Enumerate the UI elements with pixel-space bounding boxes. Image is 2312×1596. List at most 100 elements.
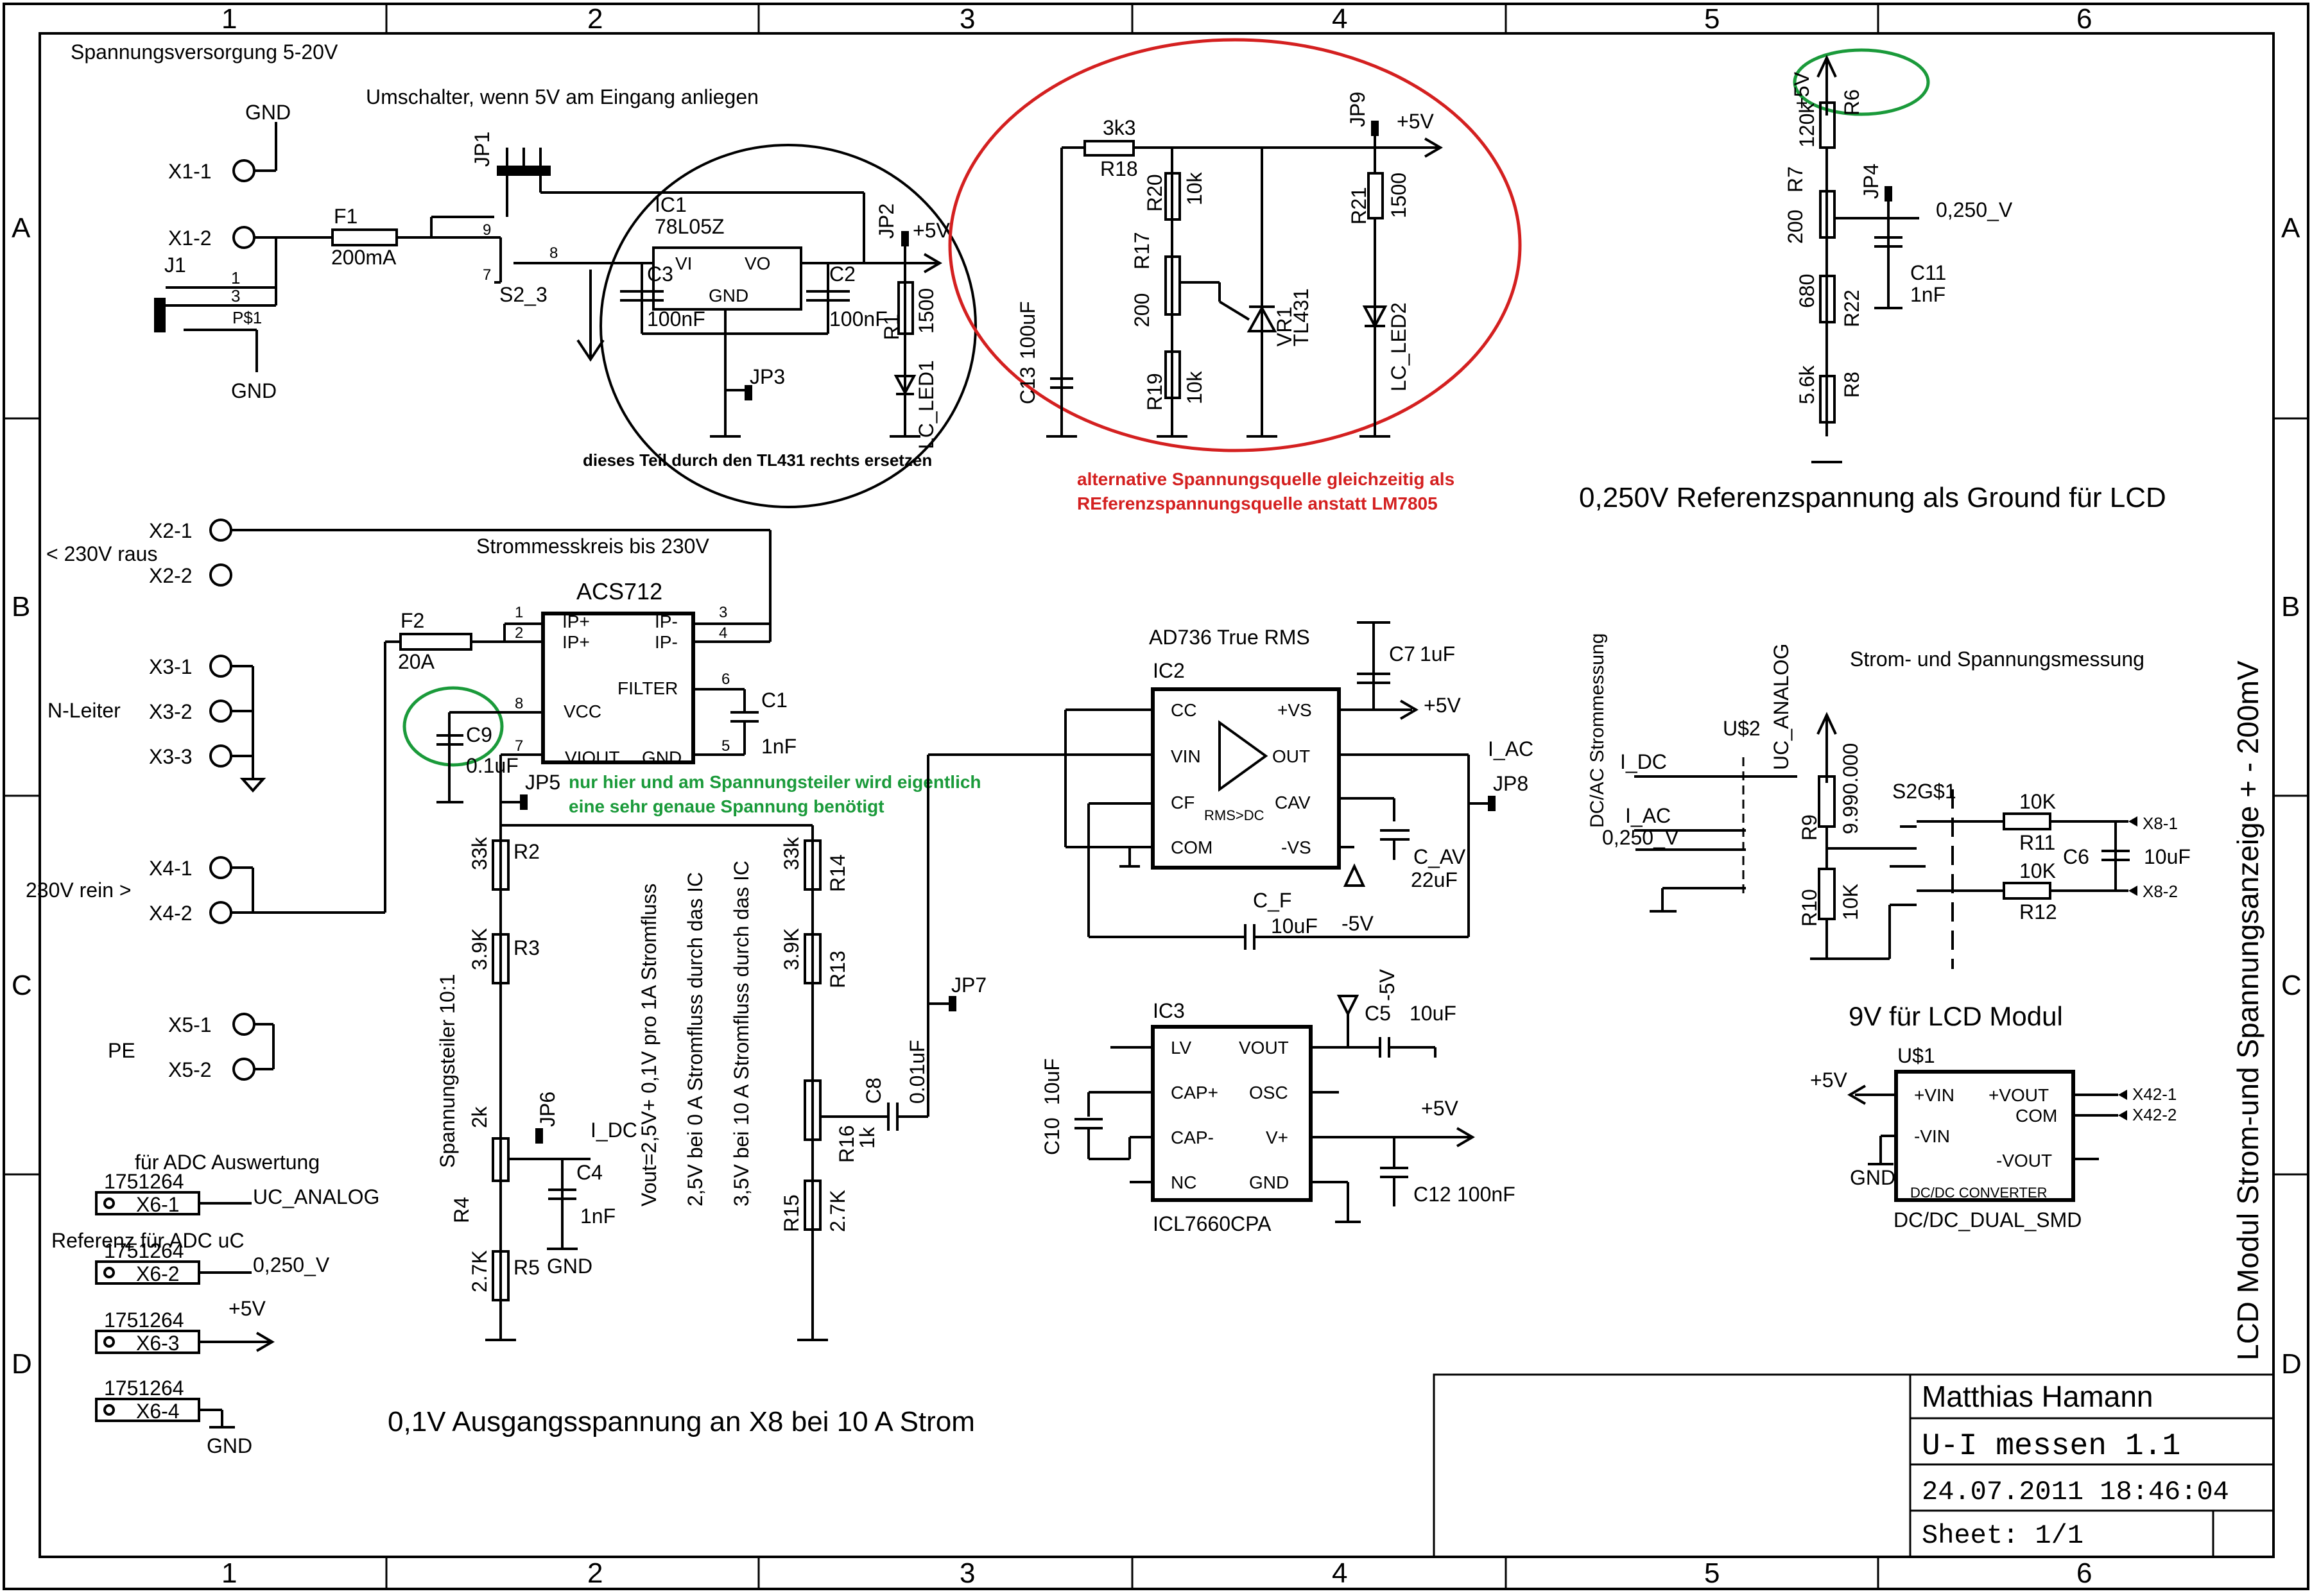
jumper-jp2: JP2 <box>875 203 898 239</box>
conn-x1-2: X1-2 <box>168 227 212 250</box>
resistor-r15 <box>804 1180 822 1231</box>
resistor-r21-value: 1500 <box>1387 173 1410 218</box>
resistor-r8-name: R8 <box>1840 372 1863 398</box>
pot-r7-name: R7 <box>1784 166 1807 193</box>
led2-name: LC_LED2 <box>1387 302 1410 391</box>
label-divider: Spannungsteiler 10:1 <box>436 974 459 1168</box>
resistor-r22 <box>1819 275 1836 323</box>
label-current-loop: Strommesskreis bis 230V <box>476 535 709 558</box>
net-5v-ic3: +5V <box>1421 1097 1458 1120</box>
cap-c13-value: 100uF <box>1016 301 1039 359</box>
u1-pin-mvout: -VOUT <box>1996 1151 2052 1171</box>
outer-frame <box>3 3 2309 1590</box>
titleblock-sheet: Sheet: 1/1 <box>1922 1520 2083 1551</box>
jumper-jp6: JP6 <box>536 1092 559 1127</box>
s2g-name: S2G$1 <box>1892 780 1956 803</box>
resistor-r14 <box>804 839 822 891</box>
red-annotation-circle <box>948 38 1522 452</box>
conn-x5-1: X5-1 <box>168 1013 212 1036</box>
svg-text:5: 5 <box>721 737 730 755</box>
acs712-pin-ipm1: IP- <box>655 612 678 631</box>
conn-x3-3: X3-3 <box>149 745 193 768</box>
col-label-4: 4 <box>1332 3 1347 35</box>
net-uc-analog-x6: UC_ANALOG <box>253 1185 379 1208</box>
pot-r4-name: R4 <box>450 1197 473 1223</box>
label-dcac: DC/AC Strommessung <box>1587 633 1608 828</box>
resistor-r11 <box>2003 812 2051 830</box>
ic2-pin-vin: VIN <box>1171 746 1201 766</box>
ic3-icl7660: IC3 ICL7660CPA LV CAP+ CAP- NC VOUT OSC … <box>1040 969 1515 1235</box>
fuse-f2-value: 20A <box>398 650 435 673</box>
conn-x4-2: X4-2 <box>149 902 193 925</box>
resistor-r18-value: 3k3 <box>1103 116 1136 139</box>
ic3-pin-vout: VOUT <box>1239 1038 1289 1058</box>
green-annotation-circle-top <box>1793 48 1930 116</box>
resistor-r1 <box>897 281 914 335</box>
label-trms: AD736 True RMS <box>1149 626 1310 649</box>
conn-x6-2: X6-2 <box>136 1262 180 1285</box>
led1 <box>893 375 917 396</box>
tl431-part: TL431 <box>1290 288 1313 347</box>
led1-name: LC_LED1 <box>915 360 938 449</box>
cap-c3-value: 100nF <box>647 307 705 330</box>
net-iac-switch: I_AC <box>1625 804 1671 827</box>
resistor-r10-name: R10 <box>1798 889 1821 927</box>
pot-r17 <box>1164 255 1181 316</box>
label-230v-in: 230V rein > <box>26 879 132 902</box>
svg-text:1: 1 <box>231 268 240 287</box>
jack-j1 <box>154 298 166 332</box>
x6-connectors: 1751264 X6-1 UC_ANALOG 1751264 X6-2 0,25… <box>95 1170 379 1457</box>
fuse-f1 <box>331 228 398 246</box>
resistor-r3-name: R3 <box>513 936 540 959</box>
title-block: Matthias Hamann U-I messen 1.1 24.07.201… <box>1433 1373 2275 1558</box>
net-gnd-j1: GND <box>231 379 277 402</box>
jumper-jp4: JP4 <box>1859 164 1883 199</box>
resistor-r1-value: 1500 <box>915 288 938 334</box>
resistor-r5-name: R5 <box>513 1256 540 1279</box>
resistor-r9 <box>1818 775 1836 828</box>
label-output-voltage: 0,1V Ausgangsspannung an X8 bei 10 A Str… <box>388 1406 975 1437</box>
resistor-r14-name: R14 <box>826 854 849 892</box>
ic2-pin-cf: CF <box>1171 793 1195 812</box>
row-label-a-right: A <box>2281 212 2300 244</box>
u1-part: DC/DC_DUAL_SMD <box>1894 1208 2082 1231</box>
fuse-f2 <box>399 633 472 651</box>
resistor-r12-name: R12 <box>2019 900 2057 923</box>
label-side-title: LCD Modul Strom-und Spannungsanzeige + -… <box>2231 660 2265 1360</box>
ic2-pin-out: OUT <box>1272 746 1310 766</box>
acs712-pin-ipm2: IP- <box>655 632 678 652</box>
resistor-r9-value: 9.990.000 <box>1839 743 1862 834</box>
resistor-r20 <box>1164 172 1181 221</box>
conn-x2-2: X2-2 <box>149 564 193 587</box>
cap-c11-name: C11 <box>1910 261 1946 284</box>
jumper-jp5: JP5 <box>525 771 560 794</box>
cap-cav-value: 22uF <box>1411 868 1458 891</box>
red-note-2: REferenzspannungsquelle anstatt LM7805 <box>1077 493 1438 513</box>
resistor-r22-name: R22 <box>1840 289 1863 327</box>
pot-r17-name: R17 <box>1130 232 1153 270</box>
pot-r16 <box>804 1079 822 1141</box>
resistor-r18 <box>1083 140 1135 157</box>
cap-c8-name: C8 <box>862 1077 885 1104</box>
net-gnd-c4: GND <box>547 1255 592 1278</box>
label-pe: PE <box>108 1039 135 1062</box>
ic2-pin-cav: CAV <box>1275 793 1311 812</box>
conn-x6-3: X6-3 <box>136 1332 180 1355</box>
cap-c6-name: C6 <box>2063 845 2089 868</box>
resistor-r14-value: 33k <box>780 836 803 870</box>
svg-text:3: 3 <box>231 286 240 305</box>
net-idc-switch: I_DC <box>1620 750 1667 773</box>
switch-s2: S2_3 <box>499 283 548 306</box>
col-label-5-bottom: 5 <box>1704 1557 1720 1589</box>
conn-x4-1: X4-1 <box>149 857 193 880</box>
cap-c2-name: C2 <box>829 262 856 286</box>
conn-x6-1: X6-1 <box>136 1193 180 1216</box>
net-5v-x6: +5V <box>229 1297 266 1320</box>
ic3-pin-capm: CAP- <box>1171 1128 1214 1147</box>
net-5v-r6: +5V <box>1790 72 1813 109</box>
resistor-r15-name: R15 <box>780 1194 803 1232</box>
pot-r17-value: 200 <box>1130 293 1153 327</box>
ic1-name: IC1 <box>655 193 687 216</box>
label-230v-out: < 230V raus <box>46 542 157 565</box>
resistor-r22-value: 680 <box>1795 274 1818 308</box>
